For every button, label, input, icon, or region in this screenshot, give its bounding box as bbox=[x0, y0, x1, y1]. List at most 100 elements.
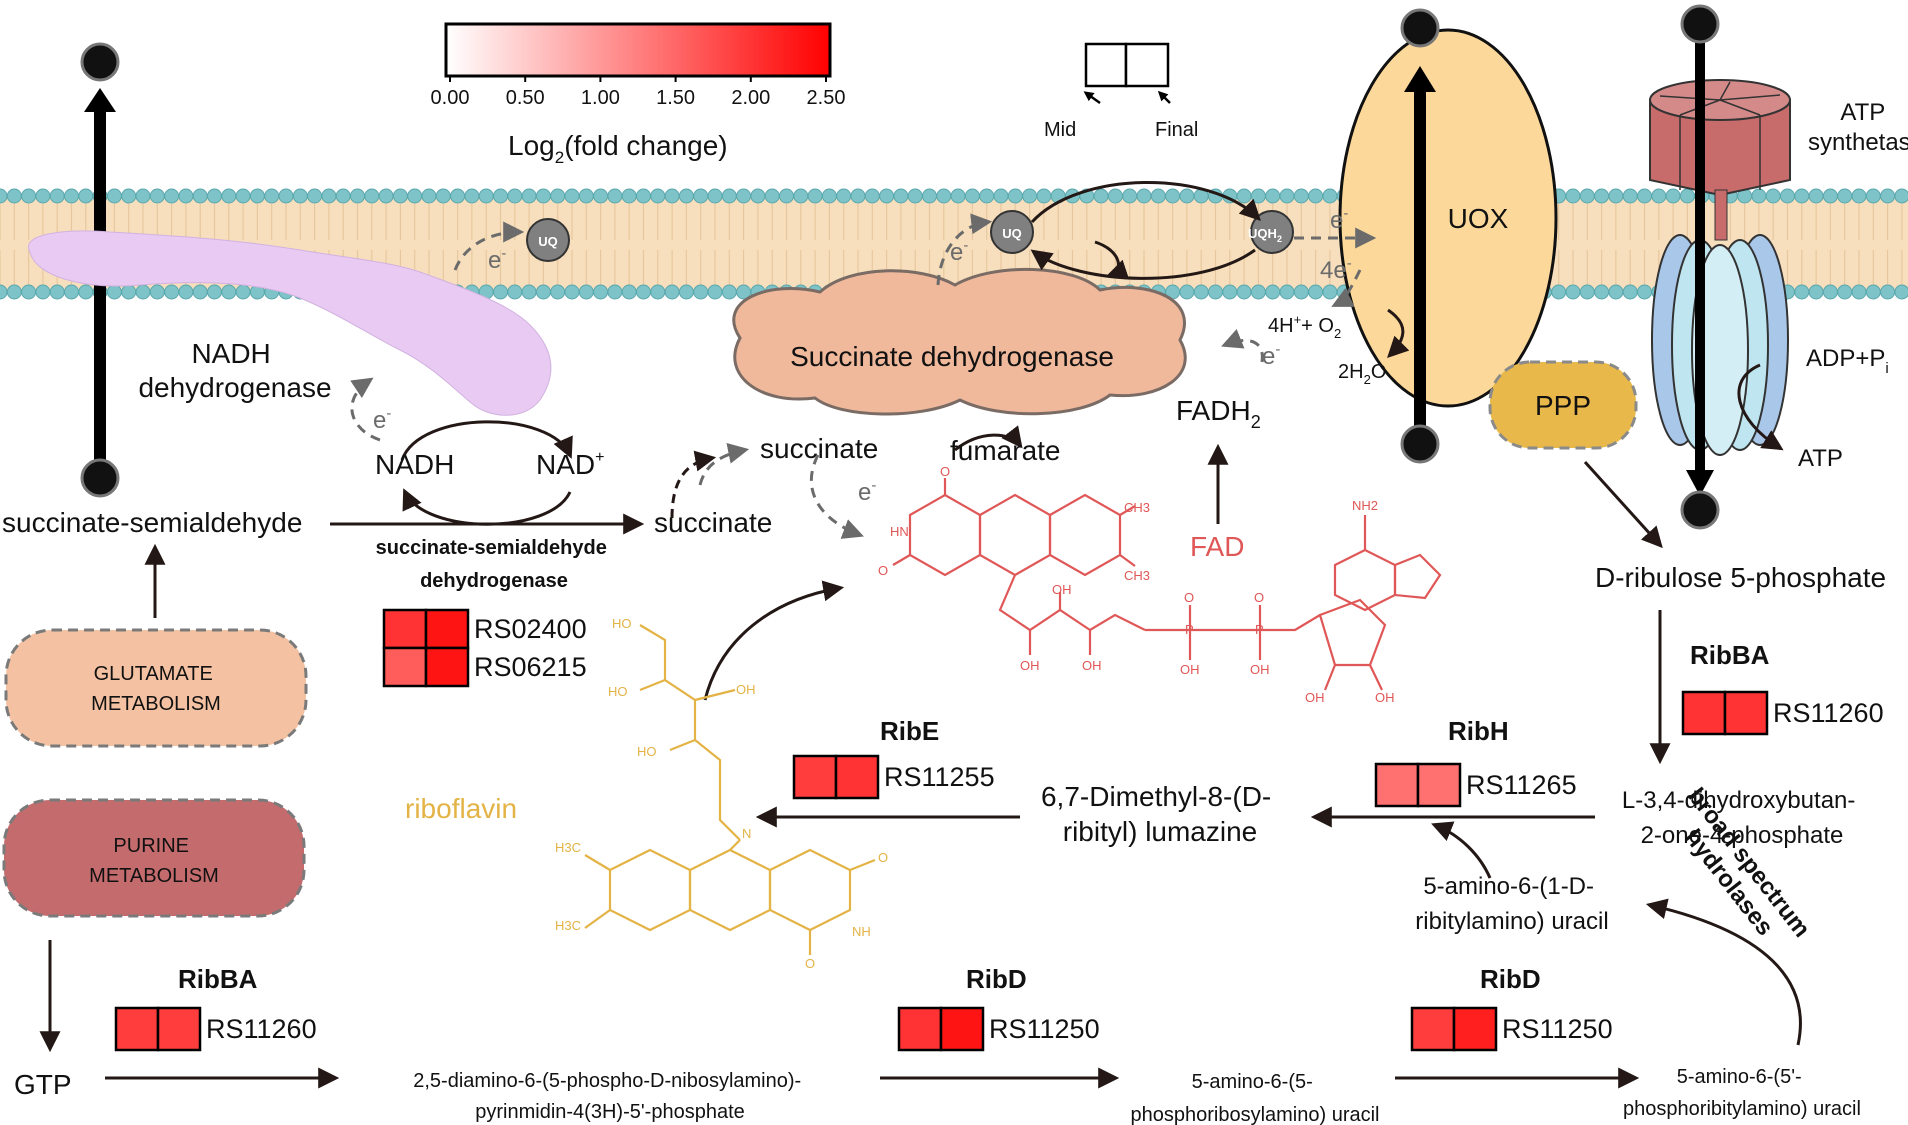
proton-icon: H+ bbox=[1680, 490, 1720, 530]
svg-text:HO: HO bbox=[637, 744, 657, 759]
atp-synthetase: ATP synthetase bbox=[1649, 40, 1908, 496]
svg-text:H3C: H3C bbox=[555, 840, 581, 855]
gene-heatmap-rs06215: RS06215 bbox=[382, 646, 587, 688]
svg-text:O: O bbox=[940, 464, 950, 479]
heat-cell-final bbox=[1416, 762, 1462, 808]
enzyme-ribba-top: RibBA bbox=[1690, 640, 1770, 670]
heat-cell-mid bbox=[897, 1006, 943, 1052]
heat-cell-final bbox=[834, 754, 880, 800]
proton-icon: H+ bbox=[80, 42, 120, 82]
uox-complex: UOX bbox=[1338, 28, 1558, 462]
legend-mid-label: Mid bbox=[1044, 119, 1076, 141]
heat-cell-mid bbox=[382, 646, 428, 688]
svg-text:UQ: UQ bbox=[1002, 226, 1022, 241]
proton-icon: H+ bbox=[1400, 424, 1440, 464]
gene-heatmap-rs11250: RS11250 bbox=[1410, 1006, 1613, 1052]
ppp-label: PPP bbox=[1535, 390, 1591, 421]
mid-final-legend: Mid Final bbox=[1044, 42, 1198, 141]
colorbar-title: Log2(fold change) bbox=[508, 130, 728, 167]
svg-text:HO: HO bbox=[612, 616, 632, 631]
proton-icon: H+ bbox=[1680, 4, 1720, 44]
electron-label-1: e- bbox=[488, 245, 506, 274]
succinate-dehydrogenase-shape bbox=[732, 267, 1187, 416]
riboflavin-structure bbox=[584, 624, 876, 955]
colorbar-tick-label: 2.50 bbox=[807, 87, 846, 109]
metabolite-dapp: 2,5-diamino-6-(5-phospho-D-nibosylamino)… bbox=[413, 1070, 807, 1123]
enzyme-ribd-1: RibD bbox=[966, 964, 1027, 994]
gene-id-label: RS02400 bbox=[474, 614, 587, 644]
heat-cell-final bbox=[1452, 1006, 1498, 1052]
gene-id-label: RS06215 bbox=[474, 652, 587, 682]
reaction-arrows bbox=[39, 240, 1802, 1089]
electron-label-7: e- bbox=[858, 477, 876, 506]
metabolite-gtp: GTP bbox=[14, 1069, 72, 1100]
metabolite-water: 2H2O bbox=[1338, 361, 1386, 387]
svg-text:HO: HO bbox=[608, 684, 628, 699]
gene-id-label: RS11265 bbox=[1466, 770, 1577, 800]
uox-ellipse bbox=[1338, 28, 1558, 408]
ppp-node: PPP bbox=[1488, 360, 1638, 450]
electron-label-2: e- bbox=[373, 405, 391, 434]
heat-cell-mid bbox=[1410, 1006, 1456, 1052]
metabolite-nad: NAD+ bbox=[536, 449, 604, 480]
svg-text:OH: OH bbox=[736, 682, 756, 697]
electron-label-4: e- bbox=[1330, 205, 1348, 234]
gene-id-label: RS11250 bbox=[1502, 1014, 1613, 1044]
svg-text:NH: NH bbox=[852, 924, 871, 939]
heat-cell-mid bbox=[1374, 762, 1420, 808]
legend-box-final bbox=[1124, 42, 1170, 88]
svg-text:H3C: H3C bbox=[555, 918, 581, 933]
gene-heatmap-rs02400: RS02400 bbox=[382, 608, 587, 650]
metabolite-fadh2: FADH2 bbox=[1176, 395, 1261, 432]
uox-label: UOX bbox=[1448, 203, 1509, 234]
electron-label-5: 4e- bbox=[1320, 255, 1352, 284]
enzyme-ribd-2: RibD bbox=[1480, 964, 1541, 994]
gene-id-label: RS11250 bbox=[989, 1014, 1100, 1044]
svg-text:O: O bbox=[878, 850, 888, 865]
svg-text:O: O bbox=[805, 956, 815, 971]
heat-cell-mid bbox=[792, 754, 838, 800]
heat-cell-final bbox=[939, 1006, 985, 1052]
svg-text:OH: OH bbox=[1305, 690, 1325, 705]
purine-metabolism-box: PURINE METABOLISM bbox=[2, 798, 306, 918]
metabolite-fumarate: fumarate bbox=[950, 435, 1061, 466]
metabolite-succinate-top: succinate bbox=[760, 433, 878, 464]
succinate-dehydrogenase-label: Succinate dehydrogenase bbox=[790, 341, 1114, 372]
gene-heatmap-rs11255: RS11255 bbox=[792, 754, 995, 800]
colorbar-tick-label: 0.00 bbox=[431, 87, 470, 109]
metabolite-atp: ATP bbox=[1798, 445, 1843, 472]
colorbar-tick-label: 0.50 bbox=[506, 87, 545, 109]
legend-box-mid bbox=[1084, 42, 1128, 88]
heat-cell-final bbox=[424, 608, 470, 650]
enzyme-ssadh: succinate-semialdehyde dehydrogenase bbox=[376, 537, 613, 592]
gene-heatmap-rs11260: RS11260 bbox=[114, 1006, 317, 1052]
heat-cell-mid bbox=[114, 1006, 160, 1052]
enzyme-ribh: RibH bbox=[1448, 716, 1509, 746]
svg-text:O: O bbox=[1254, 590, 1264, 605]
svg-text:O: O bbox=[1184, 590, 1194, 605]
proton-icon: H+ bbox=[80, 458, 120, 498]
svg-text:O: O bbox=[878, 563, 888, 578]
metabolite-ribulose-5-phosphate: D-ribulose 5-phosphate bbox=[1595, 562, 1886, 593]
proton-icon: H+ bbox=[1400, 8, 1440, 48]
electron-label-6: e- bbox=[1262, 341, 1280, 370]
gene-heatmap-rs11260: RS11260 bbox=[1681, 690, 1884, 736]
metabolite-fad: FAD bbox=[1190, 531, 1244, 562]
gene-heatmap-rs11250: RS11250 bbox=[897, 1006, 1100, 1052]
heat-cell-final bbox=[156, 1006, 202, 1052]
svg-text:OH: OH bbox=[1180, 662, 1200, 677]
svg-text:CH3: CH3 bbox=[1124, 568, 1150, 583]
colorbar-tick-label: 1.50 bbox=[656, 87, 695, 109]
svg-text:OH: OH bbox=[1020, 658, 1040, 673]
electron-label-3: e- bbox=[950, 237, 968, 266]
metabolite-riboflavin: riboflavin bbox=[405, 793, 517, 824]
metabolite-aprbu: 5-amino-6-(5'- phosphoribitylamino) urac… bbox=[1623, 1066, 1861, 1120]
heat-cell-mid bbox=[382, 608, 428, 650]
gene-id-label: RS11255 bbox=[884, 762, 995, 792]
svg-text:OH: OH bbox=[1375, 690, 1395, 705]
colorbar-tick-label: 1.00 bbox=[581, 87, 620, 109]
svg-text:HN: HN bbox=[890, 524, 909, 539]
svg-text:OH: OH bbox=[1082, 658, 1102, 673]
svg-text:N: N bbox=[742, 826, 751, 841]
